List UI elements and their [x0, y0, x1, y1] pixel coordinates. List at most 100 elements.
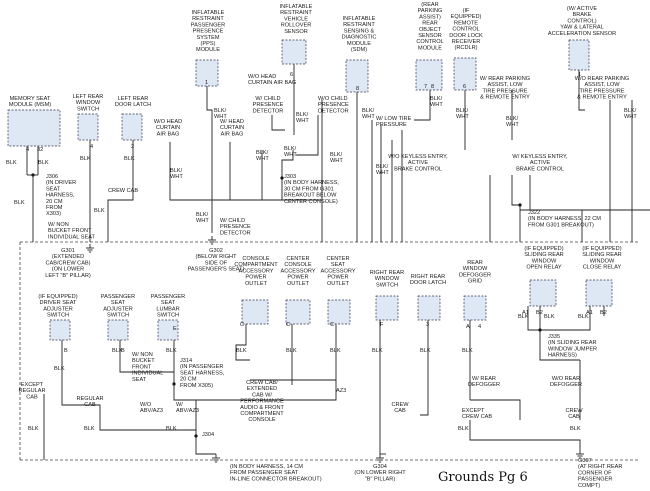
lumbar-pin: E [173, 326, 177, 332]
lumbar-color: BLK [166, 348, 177, 354]
park-left-color: BLK/WHT [506, 116, 519, 128]
rear-object-sensor-box [415, 59, 443, 91]
yaw-sensor-box [568, 39, 590, 71]
wire-child-top [271, 115, 285, 131]
wire-j314-down [173, 384, 197, 436]
crew-cab-right-color: BLK [570, 426, 581, 432]
msm-pin-b: 32 [37, 147, 43, 153]
wire-j335-down [539, 330, 580, 361]
sdm-wire-color: BLK/WHT [362, 108, 375, 120]
console-outlet-box [241, 299, 269, 325]
wire-rr-door [420, 320, 429, 416]
park-right-color: BLK/WHT [624, 108, 637, 120]
lr-door-color: BLK [124, 156, 135, 162]
center-console-outlet-box [285, 299, 311, 325]
note-az3: AZ3 [336, 388, 346, 394]
rear-object-pin-b: 8 [431, 84, 434, 90]
pps-wire-color: BLK/WHT [214, 108, 227, 120]
open-relay-b2: B2 [536, 310, 543, 316]
wire-j303-right [281, 150, 294, 200]
close-relay-box [585, 279, 613, 307]
rr-window-pin: F [380, 322, 384, 328]
crew-cab-color: BLK [94, 208, 105, 214]
open-relay-a1: A1 [522, 310, 529, 316]
passenger-adjuster-pin: B [121, 348, 125, 354]
defog-pin-a: A [466, 324, 470, 330]
note-w-abv: W/ABV/AZ3 [176, 402, 199, 414]
wire-az3 [196, 385, 337, 401]
rcdlr-pin: 6 [463, 84, 466, 90]
note-crew-cab-top: CREW CAB [108, 188, 138, 194]
defogger-grid-box [463, 295, 487, 321]
msm-b-color: BLK [38, 160, 49, 166]
rr-door-latch-box [417, 295, 441, 321]
splice-j303 [280, 176, 284, 180]
except-regular-color: BLK [28, 426, 39, 432]
driver-adjuster-color: BLK [54, 366, 65, 372]
lr-door-latch-box [121, 113, 143, 141]
wire-j304-down [195, 436, 216, 455]
close-relay-a1: A1 [586, 310, 593, 316]
g302-wire-color: BLK/WHT [196, 212, 209, 224]
sdm-pin: 8 [356, 86, 359, 92]
lr-window-color: BLK [80, 156, 91, 162]
wire-driver-adjuster [61, 340, 196, 431]
wo-head-left-color: BLK/WHT [170, 168, 183, 180]
msm-a-color: BLK [6, 160, 17, 166]
center-console-color: BLK [286, 348, 297, 354]
wire-open-a1 [527, 306, 540, 331]
lr-window-switch-box [77, 113, 99, 141]
msm-pin-a: 4 [26, 147, 29, 153]
yaw-pin: 1 [578, 72, 581, 78]
j314-color: BLK [166, 426, 177, 432]
pps-module-box [195, 59, 219, 87]
wire-close-a1 [540, 306, 591, 331]
rcdlr-wire-color: BLK/WHT [456, 108, 469, 120]
console-pin: C [240, 322, 244, 328]
rr-window-switch-box [375, 295, 399, 321]
rollover-wire-color: BLK/WHT [296, 112, 309, 124]
page-title: Grounds Pg 6 [438, 470, 528, 485]
open-relay-box [529, 279, 557, 307]
except-crew-color: BLK [458, 426, 469, 432]
rollover-sensor-box [281, 39, 307, 65]
passenger-lumbar-box [157, 319, 179, 341]
rollover-pin: 6 [290, 72, 293, 78]
